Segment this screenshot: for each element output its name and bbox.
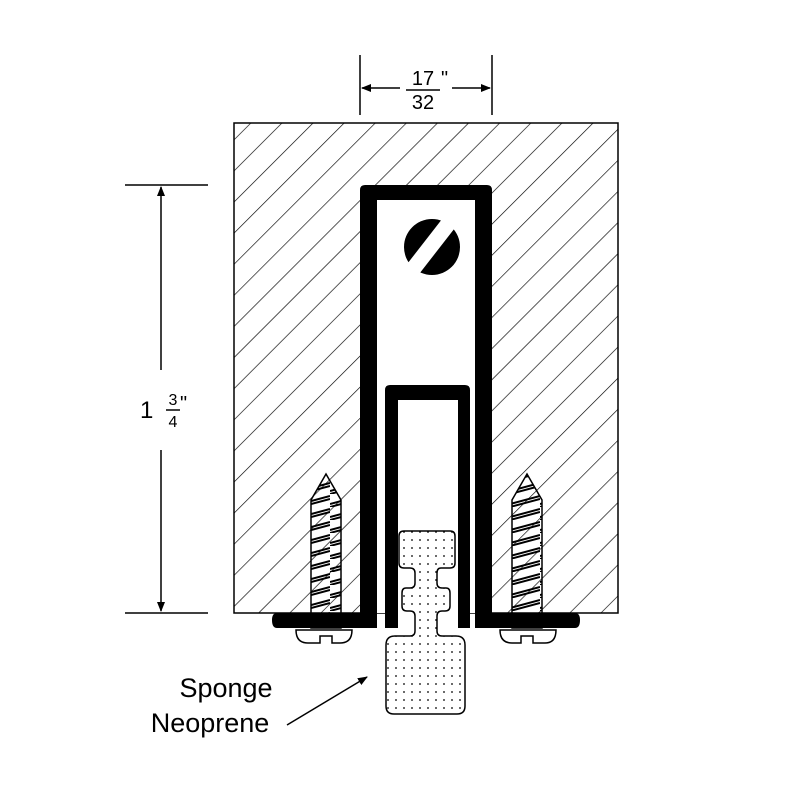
material-label-line2: Neoprene (151, 708, 270, 738)
height-unit: " (180, 393, 187, 415)
height-whole: 1 (140, 397, 153, 424)
material-label-line1: Sponge (179, 673, 272, 703)
height-dimension (125, 184, 208, 614)
callout-arrow-icon (286, 676, 368, 726)
screw-head-icon (404, 214, 460, 278)
height-denominator: 4 (169, 414, 178, 431)
width-dimension (359, 55, 493, 115)
width-unit: " (441, 68, 448, 90)
width-numerator: 17 (412, 68, 434, 90)
height-numerator: 3 (169, 392, 178, 409)
left-screw (295, 472, 353, 644)
right-screw (499, 472, 557, 644)
width-denominator: 32 (412, 92, 434, 114)
sponge-neoprene-seal (385, 530, 466, 715)
